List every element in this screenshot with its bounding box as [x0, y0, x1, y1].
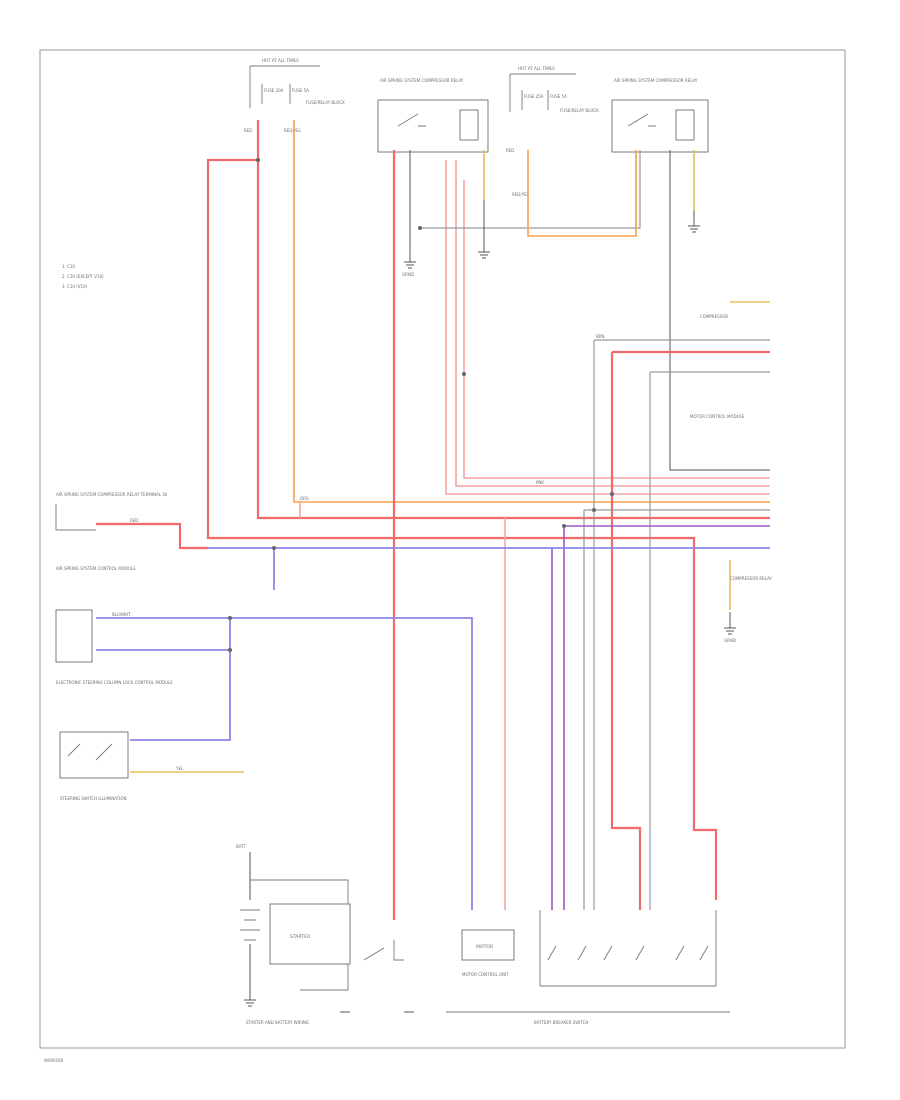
relay-2-coil — [675, 109, 695, 141]
left-component-c1: AIR SPRING SYSTEM COMPRESSOR RELAY TERMI… — [56, 492, 168, 497]
motor-section: MOTOR MOTOR CONTROL UNIT — [461, 929, 515, 977]
page-id: W000160 — [44, 1058, 64, 1063]
wire-pink-3 — [463, 180, 770, 479]
legend-line-2: 2. C10 (EXCEPT V10) — [62, 274, 104, 279]
legend: 1. C10 2. C10 (EXCEPT V10) 3. C10 (V10) — [62, 264, 104, 289]
left-module-box-2 — [59, 731, 129, 779]
wire-relay1-gray — [420, 150, 641, 229]
motor-caption: MOTOR CONTROL UNIT — [462, 972, 509, 977]
starter-box — [269, 903, 351, 965]
wire-blue-3 — [130, 618, 231, 741]
wire-red-left — [256, 160, 770, 520]
fuse-block-2: HOT AT ALL TIMES FUSE 25A FUSE 5A FUSE/R… — [506, 66, 599, 197]
wire-purple-1 — [563, 525, 770, 910]
wire-tag-yel: YEL — [175, 766, 184, 771]
wire-red-c1 — [96, 522, 208, 550]
left-component-c4: STEERING SWITCH ILLUMINATION — [60, 796, 127, 801]
wire-tags: RED BLU/WHT BRN ORG PNK YEL — [112, 334, 605, 771]
fuse-block-2-fuse-a: FUSE 25A — [524, 94, 544, 99]
wire-orange — [293, 120, 770, 503]
motor-box — [461, 929, 515, 961]
wire-blue-1 — [96, 617, 473, 910]
right-component-r3: COMPRESSOR RELAY — [730, 576, 772, 581]
wire-gray-4 — [583, 509, 770, 910]
ground-label-2: GRND — [724, 638, 736, 643]
relay-1-title: AIR SPRING SYSTEM COMPRESSOR RELAY — [380, 78, 464, 83]
fuse-block-1-wire-a: RED — [244, 128, 252, 133]
fuse-block-1-fuse-b: FUSE 5A — [292, 88, 309, 93]
motor-box-label: MOTOR — [476, 944, 494, 950]
left-components: AIR SPRING SYSTEM COMPRESSOR RELAY TERMI… — [55, 492, 173, 801]
wire-relay2-dark — [669, 150, 770, 471]
ground-label-1: GRND — [402, 272, 414, 277]
relay-1-coil — [459, 109, 479, 141]
switch-caption: BATTERY BREAKER SWITCH — [534, 1020, 588, 1025]
fuse-block-2-header: HOT AT ALL TIMES — [518, 66, 555, 71]
starter-section: BATT STARTER STARTER AND BATTERY WIRING — [236, 844, 414, 1025]
fuse-block-2-fuse-b: FUSE 5A — [550, 94, 567, 99]
junction-dots — [228, 158, 614, 652]
wire-tag-blu-wht: BLU/WHT — [112, 612, 131, 617]
wire-tag-red: RED — [130, 518, 138, 523]
fuse-block-1-wire-b: RED/YEL — [284, 128, 302, 133]
fuse-block-1: HOT AT ALL TIMES FUSE 20A FUSE 5A FUSE/R… — [244, 58, 345, 133]
wire-pink-1 — [445, 160, 770, 495]
fuse-block-1-fuse-a: FUSE 20A — [264, 88, 284, 93]
fuse-block-2-caption: FUSE/RELAY BLOCK — [560, 108, 599, 113]
wire-tag-org: ORG — [300, 496, 309, 501]
right-component-r2: MOTOR CONTROL MODULE — [690, 414, 745, 419]
starter-wiring-note: STARTER AND BATTERY WIRING — [246, 1020, 309, 1025]
starter-label: STARTER — [290, 934, 311, 940]
fuse-block-1-caption: FUSE/RELAY BLOCK — [306, 100, 345, 105]
wire-pink-2 — [455, 160, 770, 487]
left-component-c2: AIR SPRING SYSTEM CONTROL MODULE — [56, 566, 136, 571]
fuse-block-1-header: HOT AT ALL TIMES — [262, 58, 299, 63]
battery-label: BATT — [236, 844, 247, 849]
right-connectors: COMPRESSOR MOTOR CONTROL MODULE COMPRESS… — [690, 314, 772, 643]
wires — [96, 120, 770, 920]
wire-red-main — [206, 120, 718, 900]
wire-red-right — [610, 350, 770, 910]
relay-1: AIR SPRING SYSTEM COMPRESSOR RELAY — [377, 78, 489, 153]
wire-gray-3 — [649, 371, 770, 910]
diagram-frame — [39, 49, 846, 1049]
left-component-c3: ELECTRONIC STEERING COLUMN LOCK CONTROL … — [56, 680, 173, 685]
right-component-r1: COMPRESSOR — [700, 314, 728, 319]
switch-bank: BATTERY BREAKER SWITCH — [446, 910, 730, 1025]
legend-line-3: 3. C10 (V10) — [62, 284, 88, 289]
fuse-block-2-wire-a: RED — [506, 148, 514, 153]
left-module-box-1 — [55, 609, 93, 663]
wire-pink-motor — [299, 502, 506, 910]
wire-tag-brn: BRN — [596, 334, 605, 339]
fuse-block-2-wire-b: RED/YEL — [512, 192, 530, 197]
wire-fuse2-orange — [527, 150, 637, 237]
relay-2-title: AIR SPRING SYSTEM COMPRESSOR RELAY — [614, 78, 698, 83]
legend-line-1: 1. C10 — [62, 264, 75, 269]
relay-1-ground: GRND — [402, 200, 700, 277]
relay-2: AIR SPRING SYSTEM COMPRESSOR RELAY — [611, 78, 709, 153]
wire-tag-pnk: PNK — [536, 480, 544, 485]
